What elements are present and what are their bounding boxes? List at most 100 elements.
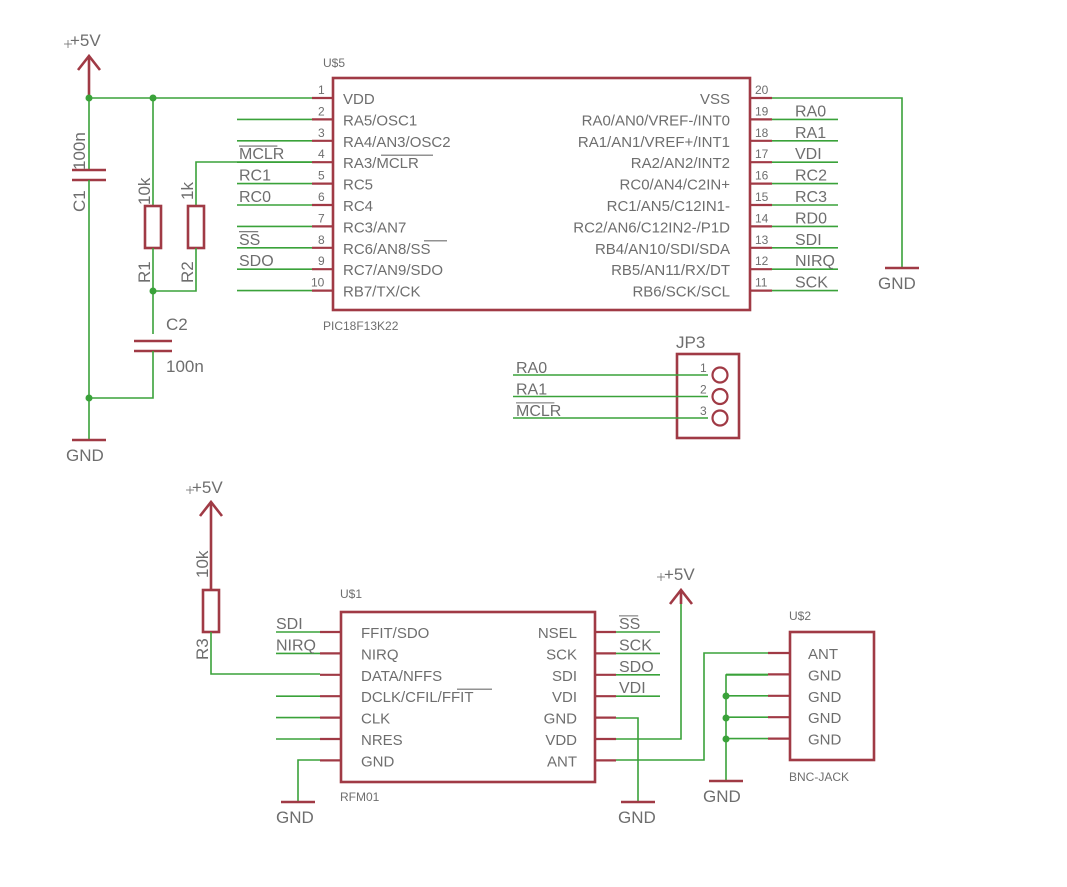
u5-ref: U$5 bbox=[323, 56, 345, 70]
jp3-pin-number: 2 bbox=[700, 383, 707, 397]
u1-pin-name: DCLK/CFIL/FFIT bbox=[361, 689, 474, 706]
resistor-r3: +5V 10k R3 bbox=[186, 478, 320, 675]
u1-pin-name: GND bbox=[544, 711, 578, 728]
u1-pin-name: CLK bbox=[361, 711, 390, 728]
gnd-label-u2: GND bbox=[703, 787, 741, 806]
u5-pin-name: RB6/SCK/SCL bbox=[632, 284, 730, 301]
u1-pin-name: FFIT/SDO bbox=[361, 625, 429, 642]
c2-ref: C2 bbox=[166, 315, 188, 334]
u2-pin: GND bbox=[726, 689, 842, 706]
u5-pin-name: RA1/AN1/VREF+/INT1 bbox=[578, 134, 730, 151]
u1-right-pin: VDD bbox=[545, 732, 616, 749]
net-label-sdi: SDI bbox=[795, 232, 822, 249]
r3-value: 10k bbox=[193, 550, 212, 578]
power-network-top: +5V C1 100n 10k R1 1k R2 bbox=[64, 31, 320, 465]
u5-pin-name: RC1/AN5/C12IN1- bbox=[607, 198, 730, 215]
net-label-u1-sdo: SDO bbox=[619, 659, 654, 676]
net-label-sdo: SDO bbox=[239, 253, 274, 270]
u1-pin-name: GND bbox=[361, 753, 395, 770]
jp3-pin-number: 3 bbox=[700, 404, 707, 418]
resistor-r1: 10k R1 bbox=[135, 98, 163, 334]
net-label-sck: SCK bbox=[795, 275, 828, 292]
net-label-rc1: RC1 bbox=[239, 168, 271, 185]
gnd-label-top-left: GND bbox=[66, 446, 104, 465]
net-label-jp3-mclr: MCLR bbox=[516, 403, 561, 420]
u5-pin-name: RC4 bbox=[343, 198, 373, 215]
u5-pin-name: RA5/OSC1 bbox=[343, 112, 417, 129]
u5-pin-name: RB5/AN11/RX/DT bbox=[611, 262, 730, 279]
gnd-label-u5: GND bbox=[878, 274, 916, 293]
u1-left-pin: DATA/NFFS bbox=[320, 668, 442, 685]
r1-value: 10k bbox=[135, 177, 154, 205]
gnd-symbol-u1-right: GND bbox=[618, 800, 656, 827]
net-label-ss: SS bbox=[239, 232, 260, 249]
u1-right-pin: SDI SDO bbox=[552, 659, 660, 685]
c1-ref: C1 bbox=[70, 190, 89, 212]
net-label-vdi: VDI bbox=[795, 146, 822, 163]
u2-pin-name: GND bbox=[808, 667, 842, 684]
r2-ref: R2 bbox=[178, 261, 197, 283]
u5-pin-name: RC2/AN6/C12IN2-/P1D bbox=[573, 219, 730, 236]
u1-value: RFM01 bbox=[340, 790, 380, 804]
u2-pin-name: GND bbox=[808, 732, 842, 749]
r1-ref: R1 bbox=[135, 261, 154, 283]
r2-value: 1k bbox=[178, 182, 197, 200]
jp3-pin-number: 1 bbox=[700, 361, 707, 375]
u5-pin-name: RC0/AN4/C2IN+ bbox=[620, 177, 731, 194]
vcc-symbol-top: +5V bbox=[64, 31, 101, 98]
ic-u5: U$5 PIC18F13K22 1VDD2RA5/OSC13RA4/AN3/OS… bbox=[237, 56, 919, 333]
gnd-symbol-u5: GND bbox=[878, 266, 919, 293]
u2-pin: ANT bbox=[768, 646, 838, 663]
u5-value: PIC18F13K22 bbox=[323, 319, 399, 333]
u5-pin-number: 3 bbox=[318, 126, 325, 140]
u5-pin-name: RB4/AN10/SDI/SDA bbox=[595, 241, 730, 258]
u2-pin: GND bbox=[726, 667, 842, 684]
c1-value: 100n bbox=[70, 132, 89, 170]
u5-pin-name: RA3/MCLR bbox=[343, 155, 419, 172]
u5-pin-name: VDD bbox=[343, 91, 375, 108]
c2-value: 100n bbox=[166, 357, 204, 376]
gnd-symbol-u2: GND bbox=[703, 779, 743, 806]
u2-pin: GND bbox=[726, 732, 842, 749]
u1-pin-name: NIRQ bbox=[361, 646, 399, 663]
u5-pin-name: RC3/AN7 bbox=[343, 219, 406, 236]
u5-pin-number: 10 bbox=[311, 276, 325, 290]
u5-pin-number: 6 bbox=[318, 190, 325, 204]
u5-pin-number: 20 bbox=[755, 83, 769, 97]
u1-pin-name: NSEL bbox=[538, 625, 577, 642]
u5-pin-number: 9 bbox=[318, 254, 325, 268]
u5-pin-name: RA2/AN2/INT2 bbox=[631, 155, 730, 172]
u5-left-pins: 1VDD2RA5/OSC13RA4/AN3/OSC24RA3/MCLRMCLR5… bbox=[237, 83, 451, 301]
u5-pin-number: 16 bbox=[755, 169, 769, 183]
u1-pin-name: SDI bbox=[552, 668, 577, 685]
u5-pin-number: 5 bbox=[318, 169, 325, 183]
u1-ref: U$1 bbox=[340, 587, 362, 601]
u1-right-pin: ANT bbox=[547, 753, 616, 770]
u2-pin-name: GND bbox=[808, 689, 842, 706]
u1-pin-name: VDD bbox=[545, 732, 577, 749]
u1-left-pin: CLK bbox=[276, 711, 390, 728]
